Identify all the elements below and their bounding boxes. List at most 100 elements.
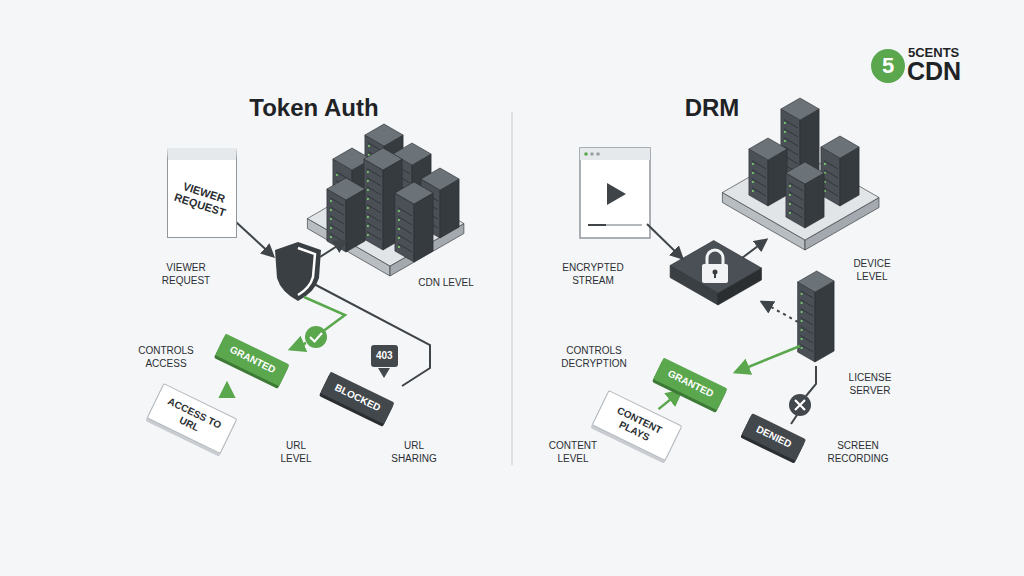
server-slot	[398, 235, 412, 244]
denied-box: DENIED	[742, 413, 806, 460]
server-led	[801, 302, 803, 304]
lock-platform	[670, 241, 761, 306]
caption-label: SCREEN RECORDING	[813, 440, 903, 465]
box-text: VIEWER REQUEST	[166, 176, 238, 221]
server-slot	[752, 188, 766, 197]
server-led	[824, 163, 826, 165]
server-block	[395, 193, 414, 262]
status-badge: 403	[371, 345, 398, 367]
server-slot	[801, 318, 813, 326]
logo-badge: 5	[871, 49, 905, 83]
server-led	[801, 329, 803, 331]
server-led	[398, 219, 400, 221]
server-led	[330, 200, 332, 202]
server-block	[364, 148, 402, 170]
server-led	[801, 347, 803, 349]
cdn-servers	[307, 124, 464, 276]
granted-box: GRANTED	[653, 358, 728, 410]
server-led	[367, 225, 369, 227]
server-slot	[398, 217, 412, 226]
caption-label: CONTROLS ACCESS	[126, 345, 206, 370]
server-slot	[801, 309, 813, 317]
caption-label: URL SHARING	[383, 440, 445, 465]
lock-platform	[670, 241, 761, 294]
lock-icon	[702, 264, 728, 283]
server-slot	[824, 170, 838, 179]
server-slot	[367, 214, 381, 223]
caption-label: CDN LEVEL	[401, 277, 491, 290]
panel-title: DRM	[642, 93, 782, 123]
panel-divider	[511, 112, 513, 465]
box-text: BLOCKED	[333, 382, 382, 414]
device-servers	[722, 98, 879, 250]
server-led	[801, 320, 803, 322]
server-led	[398, 246, 400, 248]
shield-icon	[275, 242, 321, 301]
caption-label: VIEWER REQUEST	[146, 262, 226, 287]
result-box: ACCESS TO URL	[147, 383, 238, 454]
server-led	[367, 207, 369, 209]
caption-label: DEVICE LEVEL	[842, 258, 902, 283]
server-slot	[752, 161, 766, 170]
caption-label: LICENSE SERVER	[835, 372, 905, 397]
server-led	[330, 236, 332, 238]
player-window	[588, 224, 606, 226]
box-text: 5	[882, 53, 894, 78]
server-slot	[367, 223, 381, 232]
server-block	[821, 136, 859, 158]
server-led	[367, 198, 369, 200]
license-arrow	[762, 302, 798, 322]
server-led	[367, 171, 369, 173]
check-icon	[305, 326, 327, 348]
server-led	[330, 209, 332, 211]
panel-title: Token Auth	[204, 93, 424, 123]
server-block	[786, 162, 824, 184]
connector-arrow	[226, 383, 229, 386]
server-slot	[330, 198, 344, 207]
granted-arrow	[736, 346, 800, 372]
server-slot	[330, 216, 344, 225]
logo-text: 5CENTS	[908, 46, 959, 59]
denied-line	[806, 366, 816, 396]
server-slot	[398, 226, 412, 235]
server-led	[784, 140, 786, 142]
server-slot	[824, 179, 838, 188]
server-slot	[801, 291, 813, 299]
server-block	[414, 193, 433, 262]
server-led	[330, 227, 332, 229]
check-icon	[310, 333, 322, 342]
granted-line	[304, 297, 345, 332]
server-slot	[367, 178, 381, 187]
server-led	[752, 181, 754, 183]
deny-icon	[795, 400, 805, 410]
stream-arrow	[647, 224, 682, 258]
server-slot	[330, 207, 344, 216]
player-window	[588, 224, 642, 226]
granted-arrow	[291, 343, 306, 349]
server-tower	[798, 271, 835, 292]
server-led	[789, 203, 791, 205]
player-window	[580, 148, 650, 238]
blocked-box: BLOCKED	[320, 372, 395, 424]
request-arrow	[236, 222, 273, 256]
server-block	[365, 124, 403, 146]
server-slot	[789, 210, 803, 219]
server-led	[752, 190, 754, 192]
server-slot	[330, 225, 344, 234]
server-slot	[752, 179, 766, 188]
server-led	[336, 174, 338, 176]
forward-arrow	[320, 241, 345, 257]
server-slot	[801, 327, 813, 335]
server-block	[327, 178, 365, 200]
server-block	[781, 98, 819, 120]
server-led	[398, 210, 400, 212]
server-slot	[398, 244, 412, 253]
server-led	[789, 185, 791, 187]
server-led	[784, 122, 786, 124]
server-slot	[367, 196, 381, 205]
license-server	[798, 271, 835, 362]
server-led	[801, 338, 803, 340]
player-window	[580, 148, 650, 160]
